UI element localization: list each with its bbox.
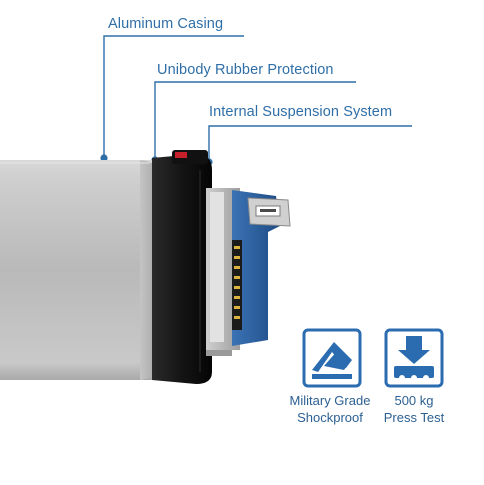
badge-military-caption: Military Grade Shockproof xyxy=(282,392,378,426)
pcb-board xyxy=(232,190,280,346)
callout-suspension-system: Internal Suspension System xyxy=(209,104,393,120)
callout-aluminum-casing: Aluminum Casing xyxy=(108,16,224,32)
badge-military-line2: Shockproof xyxy=(297,410,363,425)
usb-port-icon xyxy=(247,197,291,227)
shockproof-icon xyxy=(302,328,362,388)
badge-press-line2: Press Test xyxy=(383,410,445,425)
badge-press-caption: 500 kg Press Test xyxy=(374,392,454,426)
rubber-protection xyxy=(152,150,212,384)
aluminum-casing xyxy=(0,160,162,380)
badge-military-line1: Military Grade xyxy=(289,393,371,408)
press-test-icon xyxy=(384,328,444,388)
callout-rubber-protection: Unibody Rubber Protection xyxy=(157,62,334,78)
brand-logo-icon xyxy=(175,152,187,158)
callout-lines xyxy=(103,35,412,162)
badge-press-line1: 500 kg xyxy=(394,393,434,408)
